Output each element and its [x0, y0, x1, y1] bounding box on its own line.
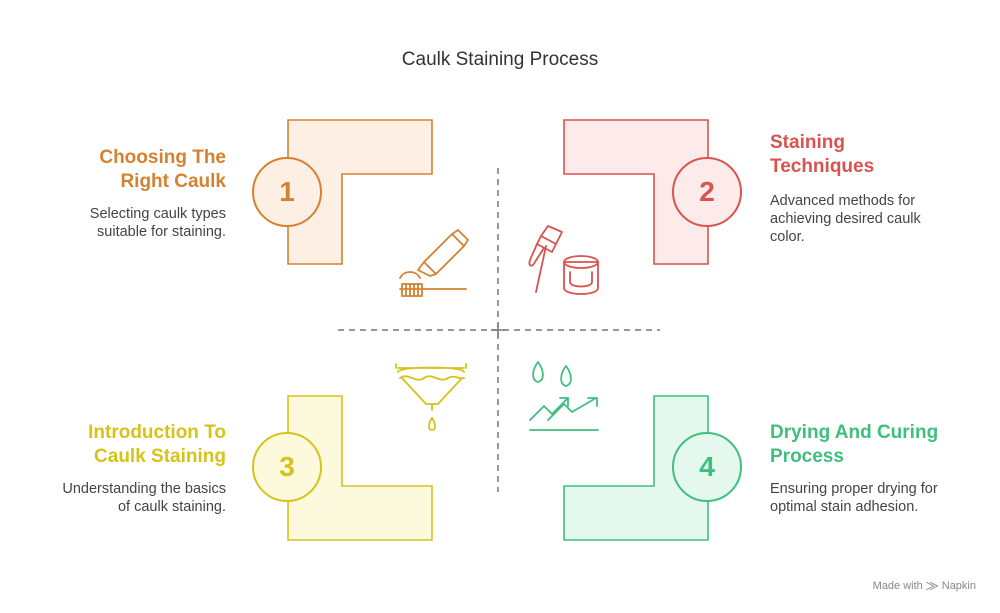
step-1-heading-line2: Right Caulk: [120, 171, 226, 192]
step-2-shape: [563, 119, 709, 265]
step-2-heading-line1: Staining: [770, 132, 845, 153]
step-4-heading-line2: Process: [770, 446, 844, 467]
step-1-heading-line1: Choosing The: [99, 147, 226, 168]
step-2-heading-line2: Techniques: [770, 156, 875, 177]
step-1-description: Selecting caulk types suitable for stain…: [90, 205, 226, 241]
strainer-drip-icon: [395, 363, 467, 431]
step-2-desc-line2: achieving desired caulk: [770, 211, 921, 227]
step-4-desc-line1: Ensuring proper drying for: [770, 481, 938, 497]
step-1-shape: [287, 119, 433, 265]
step-4-badge: 4: [672, 432, 742, 502]
step-2-desc-line3: color.: [770, 229, 805, 245]
step-1-desc-line1: Selecting caulk types: [89, 206, 226, 222]
step-4-heading-line1: Drying And Curing: [770, 422, 939, 443]
drops-arrows-icon: [529, 361, 599, 431]
step-3-badge: 3: [252, 432, 322, 502]
step-2-badge: 2: [672, 157, 742, 227]
step-3-desc-line2: of caulk staining.: [117, 499, 226, 515]
step-4-desc-line2: optimal stain adhesion.: [770, 499, 919, 515]
step-3-heading-line2: Caulk Staining: [94, 446, 226, 467]
step-2-heading: Staining Techniques: [770, 131, 874, 179]
step-1-desc-line2: suitable for staining.: [97, 224, 226, 240]
step-2-description: Advanced methods for achieving desired c…: [770, 192, 921, 246]
step-3-heading: Introduction To Caulk Staining: [88, 421, 226, 469]
paintbrush-bucket-icon: [528, 225, 599, 295]
diagram-title: Caulk Staining Process: [401, 49, 599, 70]
caulk-tube-brush-icon: [399, 229, 469, 297]
napkin-watermark[interactable]: Made with ⨠ Napkin: [872, 580, 976, 592]
step-3-shape: [287, 395, 433, 541]
step-3-heading-line1: Introduction To: [88, 422, 226, 443]
step-4-description: Ensuring proper drying for optimal stain…: [770, 480, 938, 516]
step-4-shape: [563, 395, 709, 541]
step-4-heading: Drying And Curing Process: [770, 421, 938, 469]
step-3-desc-line1: Understanding the basics: [62, 481, 226, 497]
step-1-heading: Choosing The Right Caulk: [99, 146, 226, 194]
step-2-desc-line1: Advanced methods for: [770, 193, 916, 209]
step-1-badge: 1: [252, 157, 322, 227]
step-3-description: Understanding the basics of caulk staini…: [62, 480, 226, 516]
center-cross: [491, 323, 505, 337]
